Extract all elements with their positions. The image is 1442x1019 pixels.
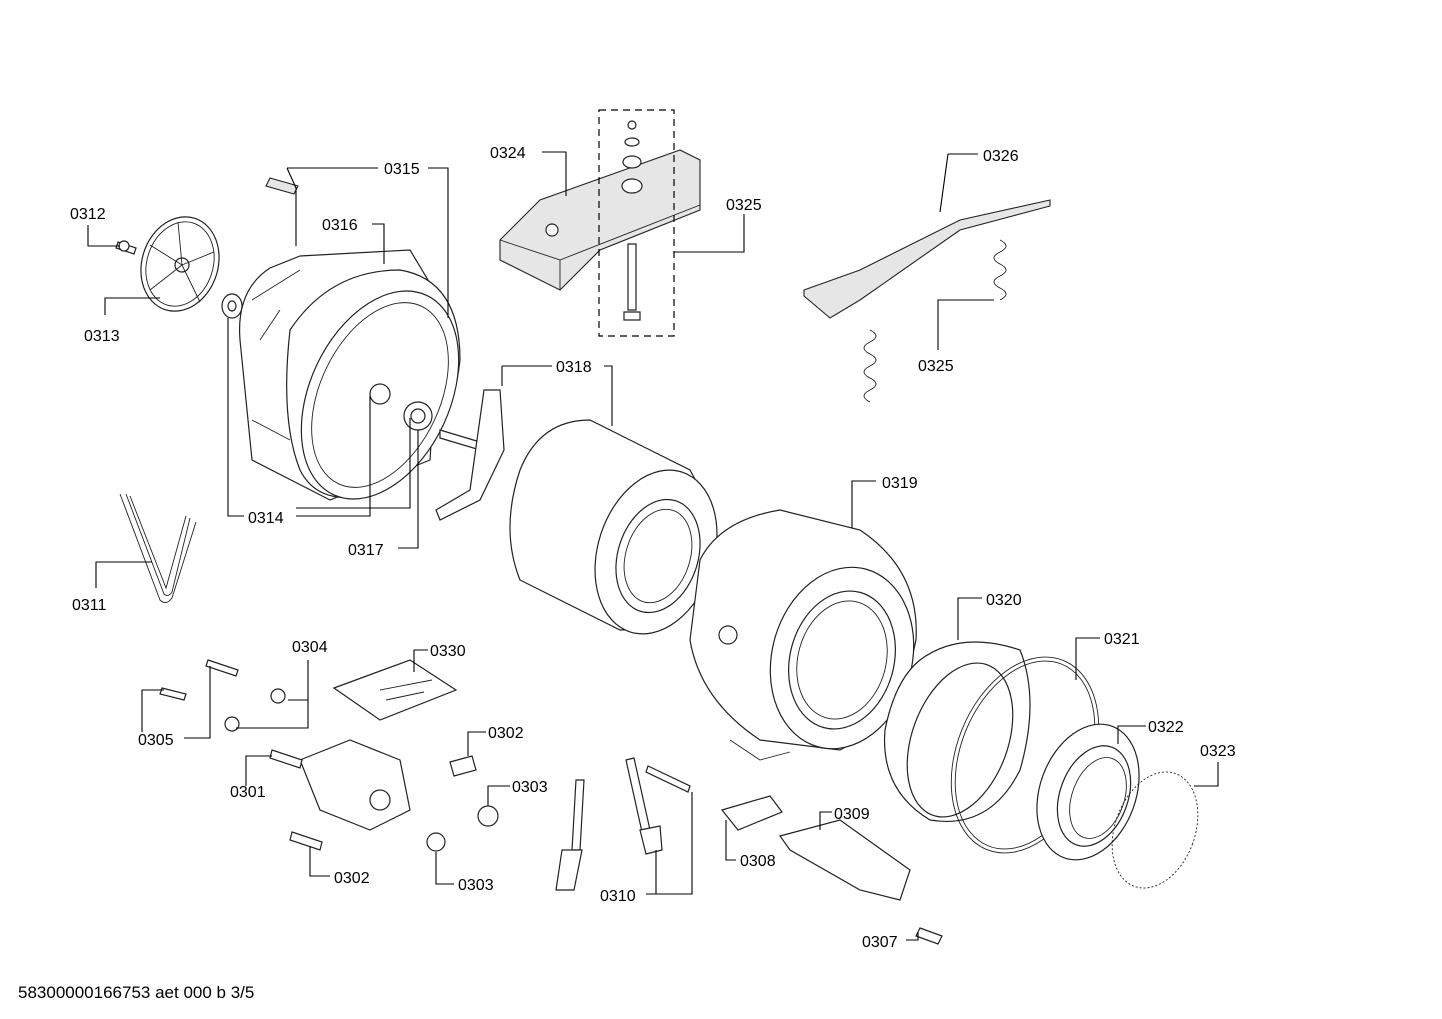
callout-0321: 0321 <box>1075 631 1140 680</box>
callout-label: 0307 <box>862 934 898 951</box>
callout-0314: 0314 <box>227 318 411 527</box>
callout-0303-top: 0303 <box>487 779 548 806</box>
callout-label: 0302 <box>334 870 370 887</box>
callout-0313: 0313 <box>84 297 160 345</box>
callout-label: 0330 <box>430 643 466 660</box>
callout-label: 0303 <box>512 779 548 796</box>
callout-0305: 0305 <box>138 666 211 749</box>
callout-0324: 0324 <box>490 145 567 196</box>
callout-label: 0326 <box>983 148 1019 165</box>
callout-0307: 0307 <box>862 932 919 951</box>
callout-0302-bottom: 0302 <box>309 846 370 887</box>
dampers <box>555 757 691 891</box>
callout-label: 0304 <box>292 639 328 656</box>
callout-label: 0309 <box>834 806 870 823</box>
callout-0309: 0309 <box>819 806 870 830</box>
rear-tub <box>238 177 461 501</box>
callout-0310: 0310 <box>600 792 693 905</box>
callout-label: 0321 <box>1104 631 1140 648</box>
callout-label: 0322 <box>1148 719 1184 736</box>
callout-0322: 0322 <box>1117 719 1184 744</box>
pulley-assembly <box>115 216 243 319</box>
callout-label: 0324 <box>490 145 526 162</box>
callout-0320: 0320 <box>957 592 1022 640</box>
callout-label: 0323 <box>1200 743 1236 760</box>
callout-0301: 0301 <box>230 755 272 801</box>
suspension-bracket <box>499 109 701 337</box>
callout-label: 0325 <box>918 358 954 375</box>
drive-belt <box>119 493 197 603</box>
callout-label: 0315 <box>384 161 420 178</box>
callout-label: 0311 <box>72 597 107 614</box>
callout-0316: 0316 <box>322 217 385 264</box>
callout-label: 0301 <box>230 784 266 801</box>
callout-0303-bottom: 0303 <box>435 852 494 894</box>
callout-0312: 0312 <box>70 206 120 247</box>
document-code: 58300000166753 aet 000 b 3/5 <box>18 983 254 1002</box>
callout-label: 0314 <box>248 510 284 527</box>
callout-0319: 0319 <box>851 475 918 528</box>
callout-0318: 0318 <box>501 359 613 426</box>
callout-label: 0316 <box>322 217 358 234</box>
callout-label: 0320 <box>986 592 1022 609</box>
callout-0311: 0311 <box>72 561 152 614</box>
callout-0308: 0308 <box>725 820 776 870</box>
callout-0317: 0317 <box>348 430 419 559</box>
callout-label: 0318 <box>556 359 592 376</box>
motor-and-small-parts <box>159 659 499 852</box>
callout-label: 0305 <box>138 732 174 749</box>
callout-label: 0319 <box>882 475 918 492</box>
callout-label: 0317 <box>348 542 384 559</box>
callout-0315: 0315 <box>286 161 449 318</box>
callout-0327: 0326 <box>939 148 1019 213</box>
callout-0330: 0330 <box>413 643 466 672</box>
drum <box>435 389 718 635</box>
callout-0326: 0325 <box>918 299 994 375</box>
callout-0323: 0323 <box>1194 743 1236 787</box>
callout-0304: 0304 <box>236 639 328 729</box>
callout-label: 0312 <box>70 206 106 223</box>
callout-labels: 0312 0313 0315 0316 0314 0317 0311 <box>70 145 1236 951</box>
spring-bar <box>803 199 1051 403</box>
front-tub <box>689 509 917 761</box>
callout-label: 0302 <box>488 725 524 742</box>
callout-0302-top: 0302 <box>467 725 524 756</box>
callout-0325: 0325 <box>674 197 762 253</box>
callout-label: 0325 <box>726 197 762 214</box>
callout-label: 0313 <box>84 328 120 345</box>
callout-label: 0308 <box>740 853 776 870</box>
heater-assembly <box>720 795 943 945</box>
door-seal <box>1036 723 1199 889</box>
callout-label: 0310 <box>600 888 636 905</box>
callout-label: 0303 <box>458 877 494 894</box>
